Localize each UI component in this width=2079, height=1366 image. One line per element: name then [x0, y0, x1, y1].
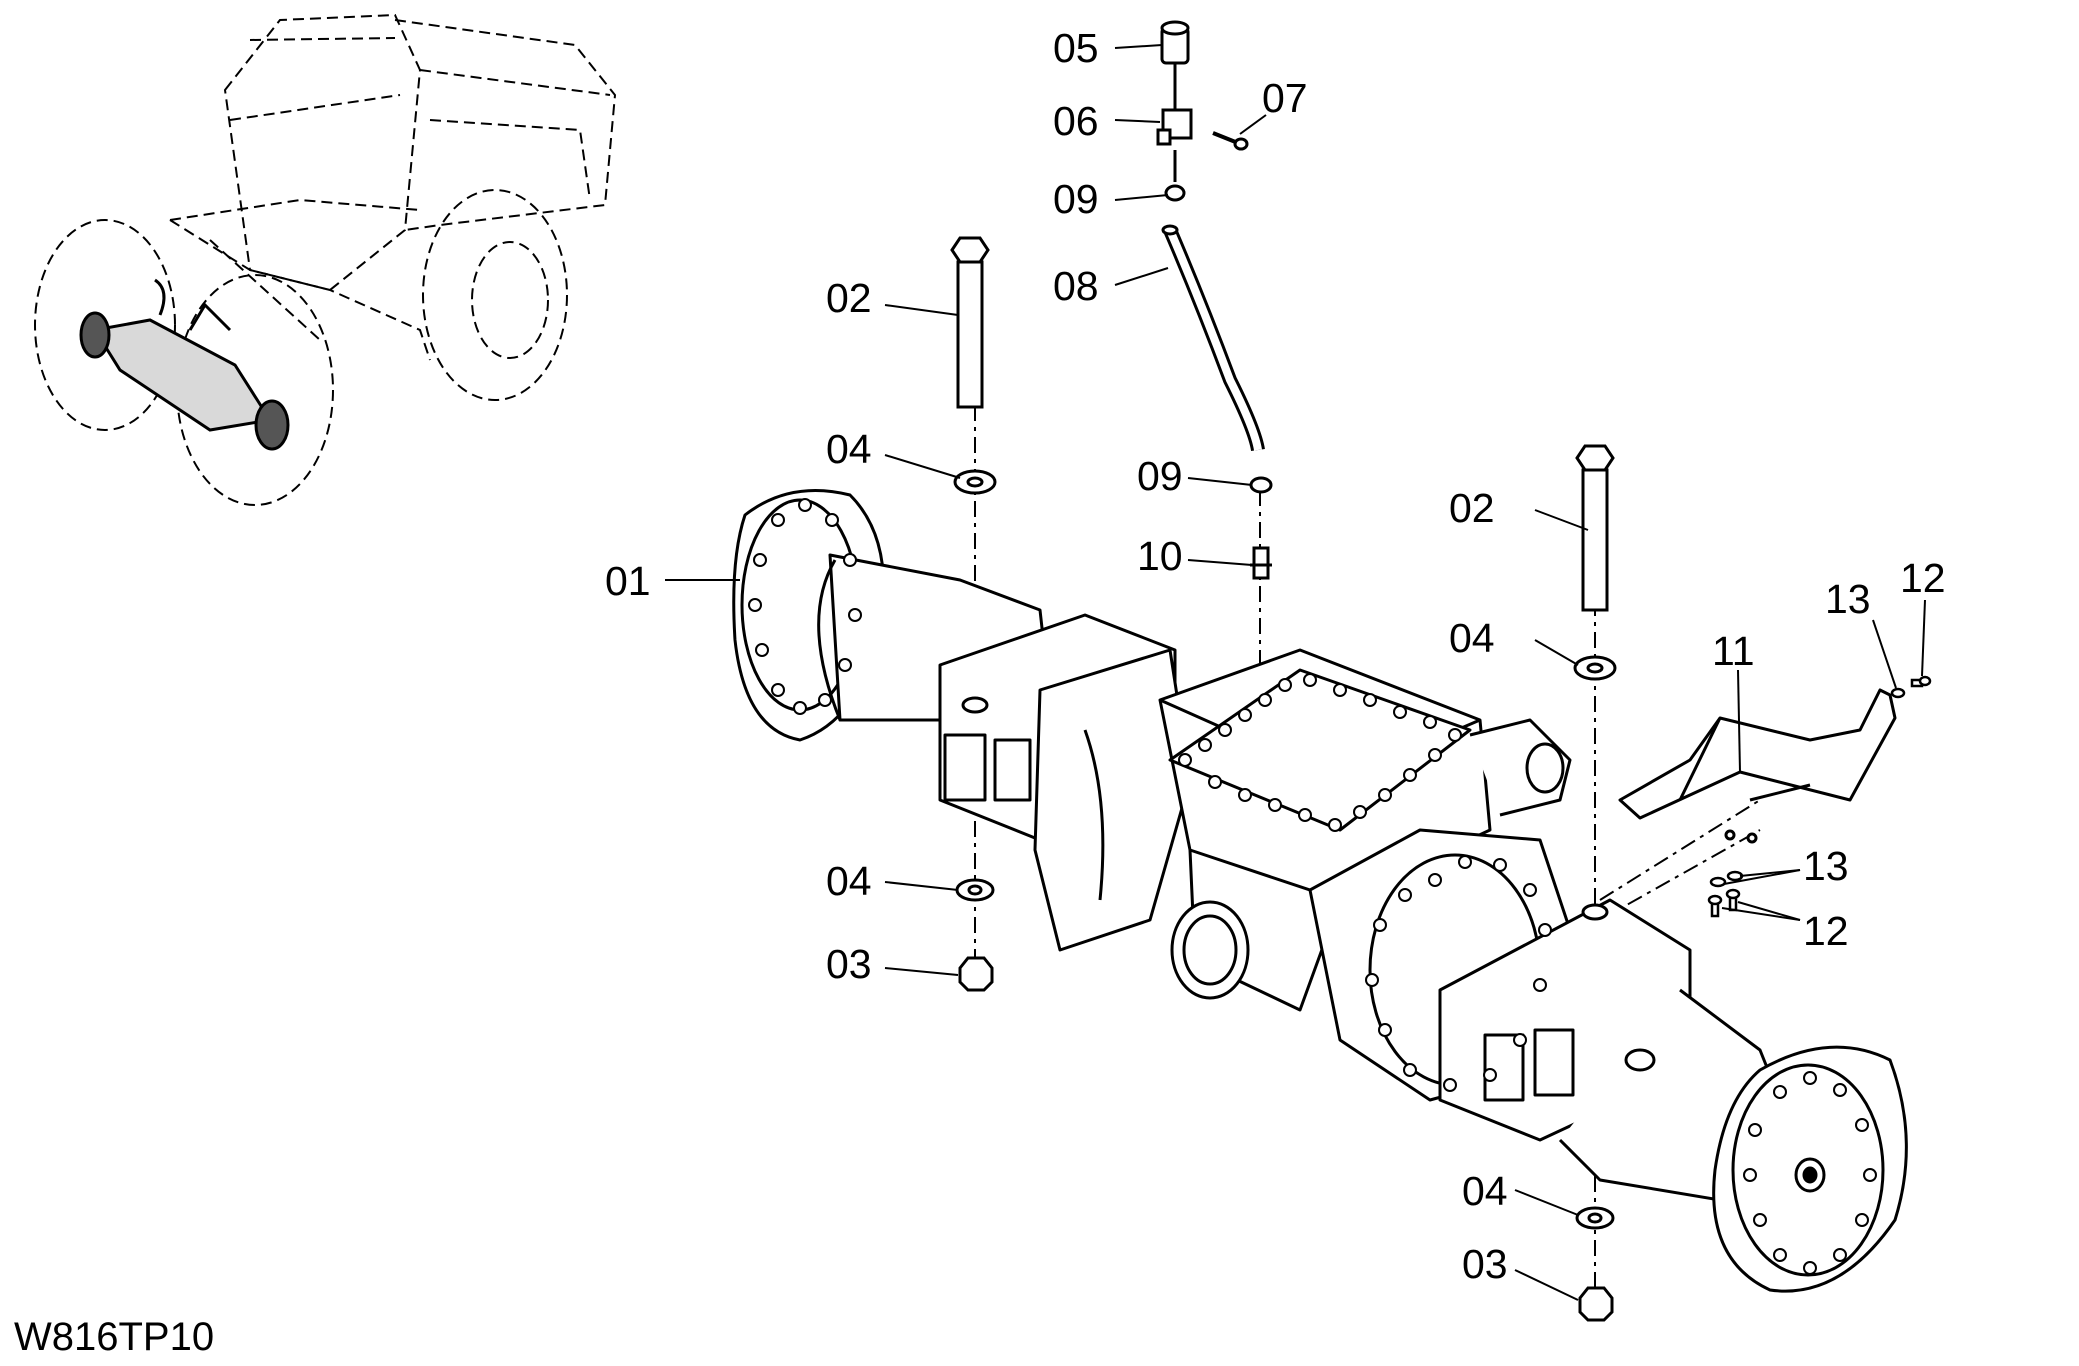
callout-04-right-top: 04	[1449, 615, 1495, 661]
callout-labels: 01 02 04 04 03 05 06 07 09 08 09 10 02 0…	[605, 25, 1946, 1287]
callout-05: 05	[1053, 25, 1099, 71]
callout-02-left: 02	[826, 275, 872, 321]
callout-04-right-bottom: 04	[1462, 1168, 1508, 1214]
callout-08: 08	[1053, 263, 1099, 309]
callout-13-top: 13	[1825, 576, 1871, 622]
locator-machine-view	[34, 13, 617, 506]
callout-06: 06	[1053, 98, 1099, 144]
callout-07: 07	[1262, 75, 1308, 121]
callout-04-left-bottom: 04	[826, 858, 872, 904]
locator-front-axle-highlight	[79, 278, 290, 451]
bolts-02	[950, 236, 1615, 612]
callout-04-left-top: 04	[826, 426, 872, 472]
callout-12-bottom: 12	[1803, 908, 1849, 954]
callout-03-left: 03	[826, 941, 872, 987]
callout-02-right: 02	[1449, 485, 1495, 531]
leader-lines	[665, 44, 1926, 1301]
cover-bolts	[1178, 673, 1552, 1092]
breather-assembly	[1156, 20, 1273, 580]
callout-09-lower: 09	[1137, 453, 1183, 499]
callout-13-bottom: 13	[1803, 843, 1849, 889]
callout-11: 11	[1712, 628, 1755, 674]
washers-04	[953, 469, 1617, 1230]
callout-09-top: 09	[1053, 176, 1099, 222]
flange-bolts	[748, 498, 1877, 1275]
guard-11	[1618, 688, 1897, 844]
callout-10: 10	[1137, 533, 1183, 579]
callout-01: 01	[605, 558, 651, 604]
nuts-03	[958, 956, 1614, 1322]
callout-12-top: 12	[1900, 555, 1946, 601]
callout-03-right: 03	[1462, 1241, 1508, 1287]
drawing-id: W816TP10	[14, 1315, 214, 1359]
